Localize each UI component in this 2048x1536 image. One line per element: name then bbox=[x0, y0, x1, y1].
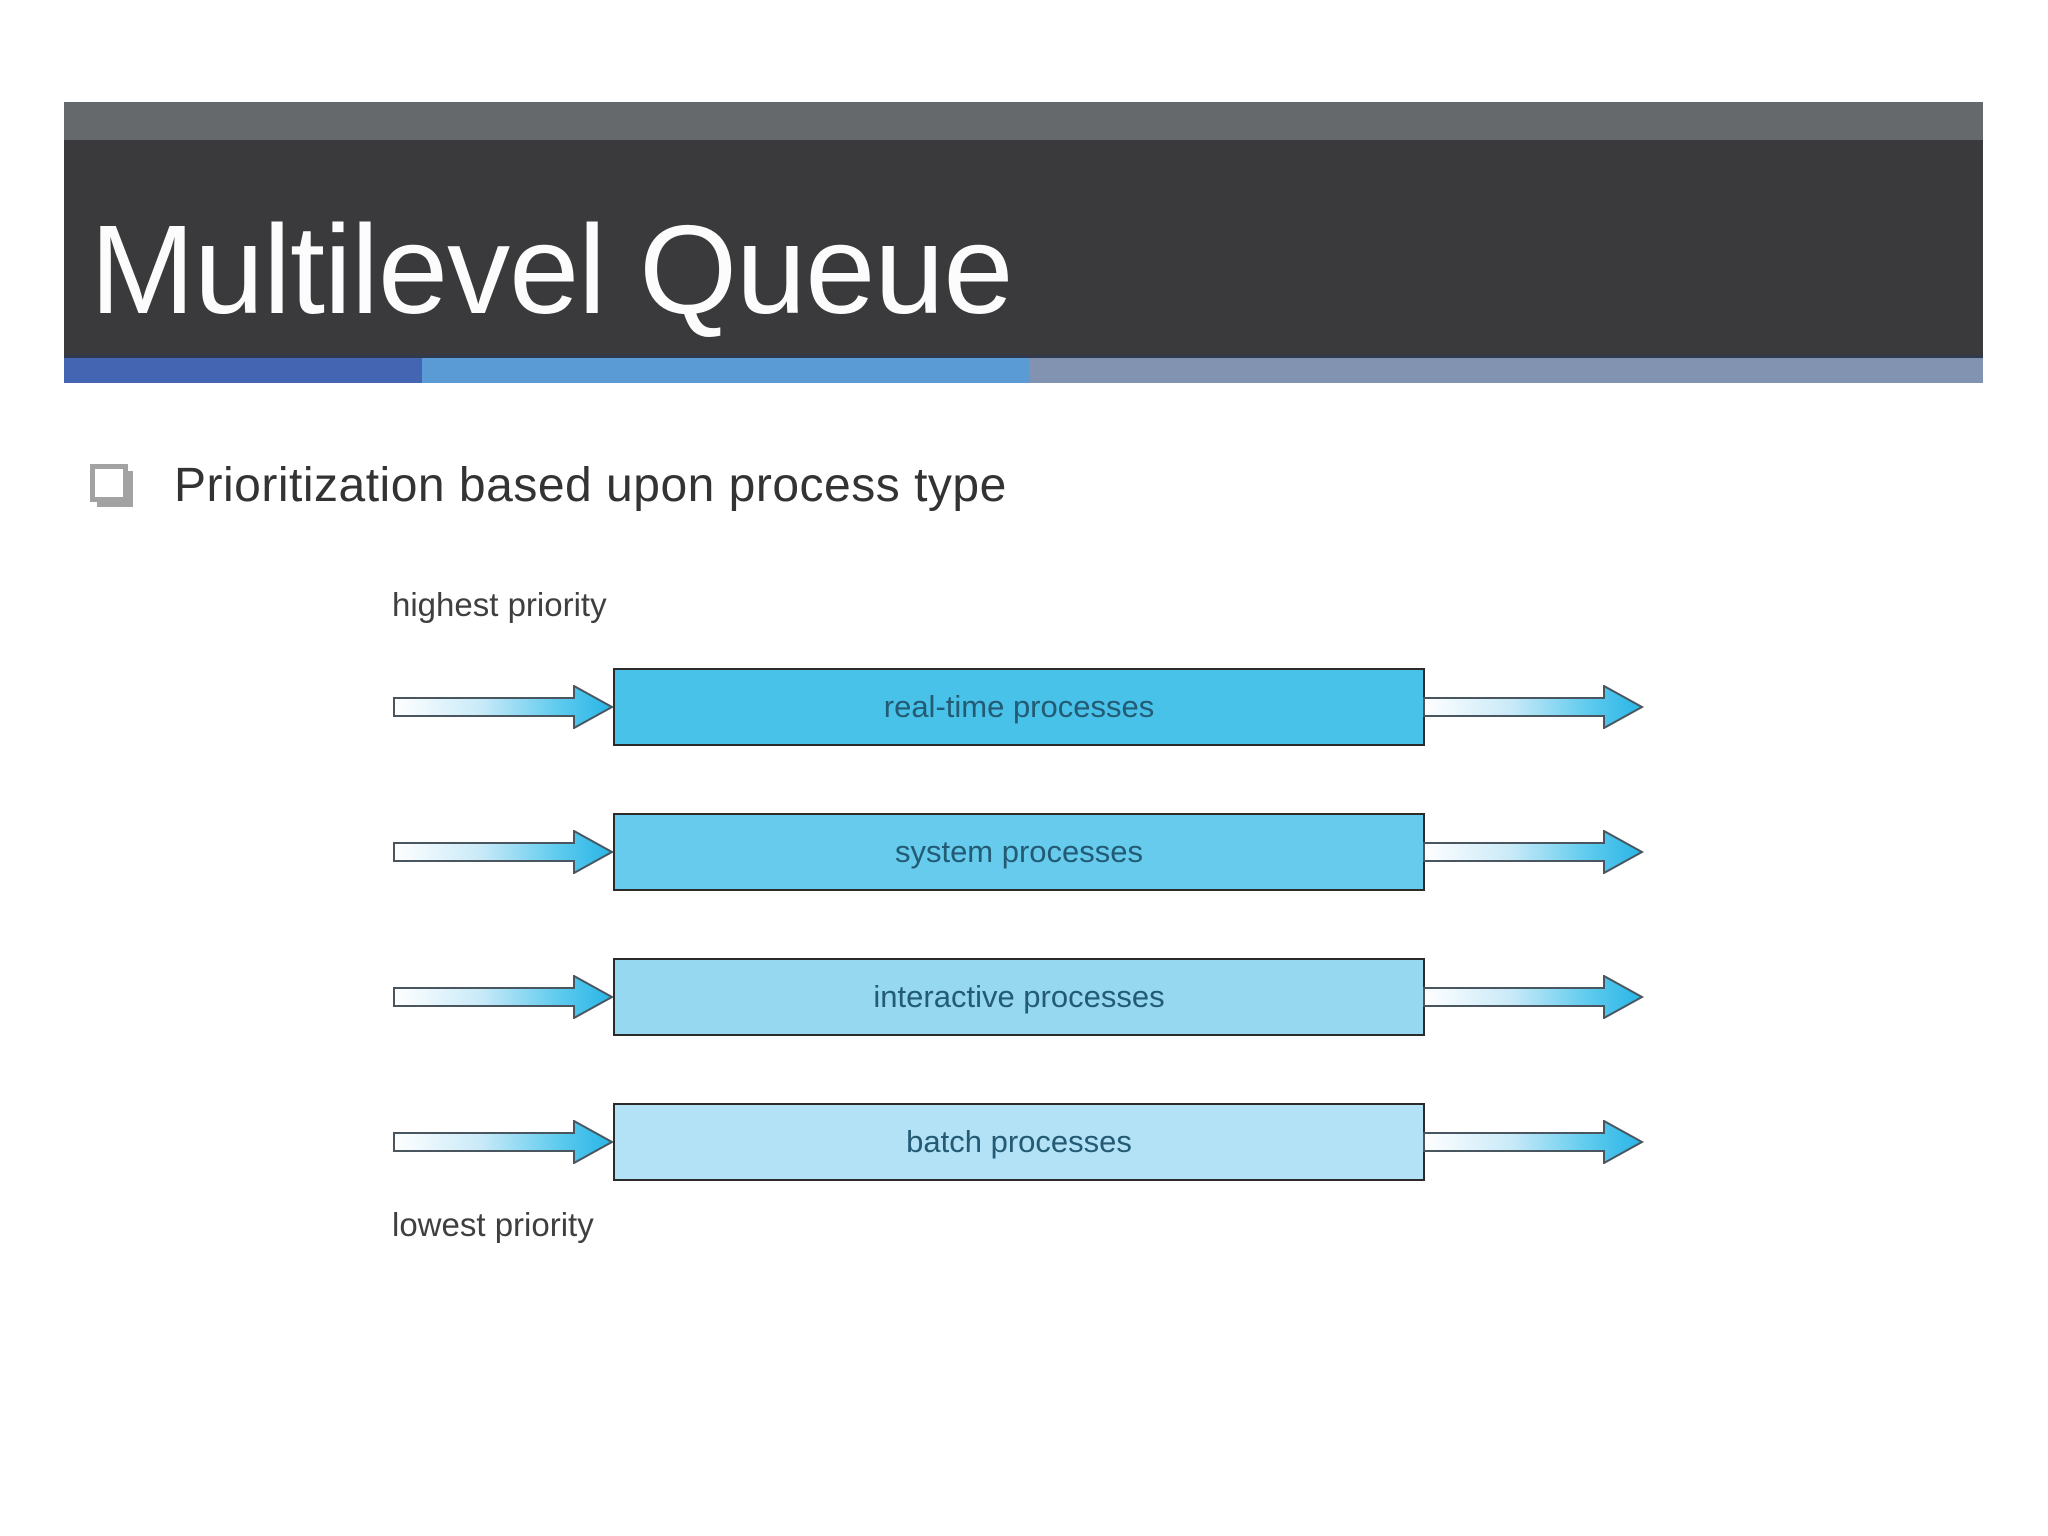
queue-in-arrow-icon bbox=[393, 975, 615, 1019]
square-bullet-icon bbox=[90, 464, 128, 502]
queue-box-interactive: interactive processes bbox=[613, 958, 1425, 1036]
queue-label: real-time processes bbox=[883, 689, 1155, 724]
queue-row-batch: batch processes bbox=[0, 1103, 2048, 1181]
queue-in-arrow-icon bbox=[393, 685, 615, 729]
queue-out-arrow-icon bbox=[1423, 975, 1645, 1019]
queue-label: interactive processes bbox=[873, 979, 1165, 1014]
queue-row-realtime: real-time processes bbox=[0, 668, 2048, 746]
bullet-text: Prioritization based upon process type bbox=[174, 459, 1007, 512]
accent-segment-slate bbox=[1030, 358, 1983, 383]
bullet-item: Prioritization based upon process type bbox=[90, 458, 1007, 513]
highest-priority-label: highest priority bbox=[392, 586, 607, 623]
queue-box-realtime: real-time processes bbox=[613, 668, 1425, 746]
queue-in-arrow-icon bbox=[393, 830, 615, 874]
title-bar: Multilevel Queue bbox=[64, 140, 1983, 355]
accent-segment-lightblue bbox=[422, 358, 1030, 383]
header-gray-strip bbox=[64, 102, 1983, 140]
queue-out-arrow-icon bbox=[1423, 685, 1645, 729]
queue-row-interactive: interactive processes bbox=[0, 958, 2048, 1036]
lowest-priority-label: lowest priority bbox=[392, 1206, 594, 1243]
accent-strip bbox=[64, 355, 1983, 383]
queue-box-batch: batch processes bbox=[613, 1103, 1425, 1181]
queue-out-arrow-icon bbox=[1423, 830, 1645, 874]
accent-segment-darkblue bbox=[64, 358, 422, 383]
queue-label: batch processes bbox=[906, 1124, 1132, 1159]
slide-title: Multilevel Queue bbox=[90, 199, 1013, 340]
queue-label: system processes bbox=[894, 834, 1144, 869]
queue-out-arrow-icon bbox=[1423, 1120, 1645, 1164]
queue-in-arrow-icon bbox=[393, 1120, 615, 1164]
queue-row-system: system processes bbox=[0, 813, 2048, 891]
queue-box-system: system processes bbox=[613, 813, 1425, 891]
